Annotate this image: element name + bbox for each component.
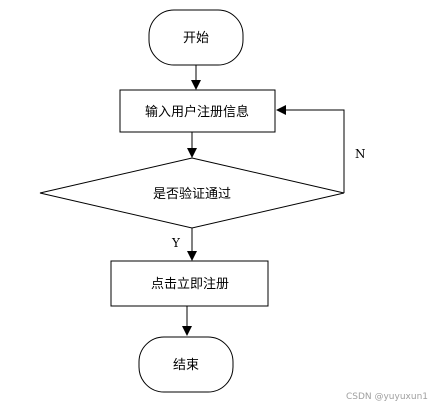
no-branch-label: N <box>355 147 366 161</box>
arrowhead <box>182 326 192 336</box>
arrowhead <box>191 80 201 90</box>
end-node-shape <box>138 336 234 393</box>
action-node-shape <box>110 260 269 307</box>
start-node-label: 开始 <box>183 31 209 46</box>
input-node: 输入用户注册信息 <box>119 89 276 133</box>
end-node-label: 结束 <box>173 358 199 373</box>
arrowhead <box>187 251 197 261</box>
decision-node-label: 是否验证通过 <box>153 186 231 202</box>
edge-start-to-input <box>191 65 201 90</box>
arrowhead <box>187 148 197 158</box>
edge-input-to-decision <box>187 132 197 158</box>
action-node: 点击立即注册 <box>110 260 269 307</box>
input-node-label: 输入用户注册信息 <box>145 104 249 120</box>
watermark-text: CSDN @yuyuxun1 <box>346 392 428 402</box>
action-node-label: 点击立即注册 <box>151 277 229 292</box>
edge-line <box>285 109 345 193</box>
edge-action-to-end <box>182 306 192 336</box>
input-node-shape <box>119 89 276 133</box>
edge-decision-no-loop: N <box>276 105 366 193</box>
end-node: 结束 <box>138 336 234 393</box>
start-node: 开始 <box>148 9 244 66</box>
edge-decision-yes: Y <box>171 228 197 261</box>
decision-node: 是否验证通过 <box>39 157 345 229</box>
arrowhead <box>276 105 286 115</box>
yes-branch-label: Y <box>171 236 181 250</box>
